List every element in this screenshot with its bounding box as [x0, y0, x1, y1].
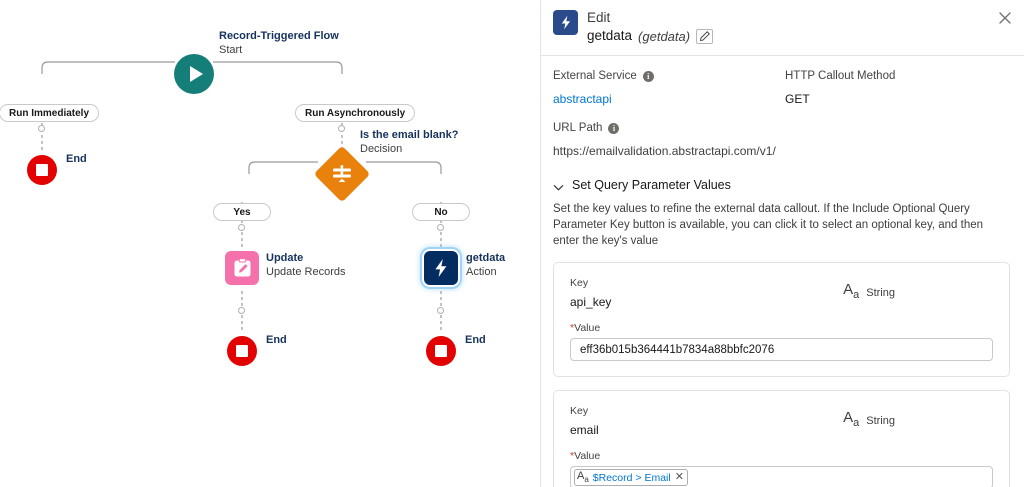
- flow-canvas[interactable]: Record-Triggered Flow Start Run Immediat…: [0, 0, 540, 487]
- decision-diamond-icon: [314, 146, 370, 202]
- url-path-label: URL Path i: [553, 121, 1010, 136]
- url-path-row: URL Path i https://emailvalidation.abstr…: [553, 121, 1010, 159]
- query-parameter-card: Key api_key Aa String *Value eff36b015b3…: [553, 262, 1010, 377]
- http-method-label: HTTP Callout Method: [785, 70, 896, 82]
- http-method-value: GET: [785, 92, 810, 106]
- end-node-no-label: End: [465, 334, 486, 346]
- end-node-immediate-label: End: [66, 153, 87, 165]
- text-type-icon: Aa: [843, 281, 860, 301]
- apex-action-icon: [553, 10, 578, 35]
- parameter-key-value: email: [570, 423, 599, 437]
- apex-action-icon: [424, 251, 458, 285]
- getdata-action-node[interactable]: [424, 251, 458, 285]
- decision-node[interactable]: [313, 145, 371, 203]
- info-icon[interactable]: i: [608, 123, 620, 134]
- panel-body: External Service i abstractapi HTTP Call…: [541, 56, 1024, 487]
- panel-header: Edit getdata (getdata): [541, 0, 1024, 55]
- update-records-node[interactable]: [225, 251, 259, 285]
- end-icon: [27, 155, 57, 185]
- text-type-icon: Aa: [577, 470, 589, 485]
- flow-connector-lines: [41, 61, 442, 333]
- chevron-down-icon: [553, 180, 564, 191]
- external-service-value[interactable]: abstractapi: [553, 92, 612, 106]
- end-node-yes-label: End: [266, 334, 287, 346]
- decision-node-label: Is the email blank? Decision: [360, 129, 459, 155]
- decision-pill-yes[interactable]: Yes: [213, 203, 271, 221]
- required-asterisk: *: [570, 322, 575, 334]
- update-records-icon: [225, 251, 259, 285]
- getdata-action-node-label: getdata Action: [466, 252, 506, 278]
- connector-dot[interactable]: [338, 125, 345, 132]
- parameter-key-label: Key: [570, 405, 589, 417]
- remove-chip-icon[interactable]: ✕: [674, 471, 684, 483]
- connector-dot[interactable]: [437, 224, 444, 231]
- panel-element-api-name: (getdata): [638, 28, 691, 44]
- query-parameter-card: Key email Aa String *Value Aa $Record > …: [553, 390, 1010, 487]
- end-icon: [426, 336, 456, 366]
- section-title: Set Query Parameter Values: [572, 178, 731, 192]
- connector-dot[interactable]: [238, 224, 245, 231]
- parameter-key-label: Key: [570, 277, 589, 289]
- branch-pill-run-asynchronously[interactable]: Run Asynchronously: [295, 104, 416, 122]
- required-asterisk: *: [570, 450, 575, 462]
- parameter-type: Aa String: [843, 410, 895, 431]
- parameter-key-value: api_key: [570, 295, 612, 309]
- set-query-parameter-values-section-toggle[interactable]: Set Query Parameter Values: [553, 178, 1010, 192]
- parameter-value-input[interactable]: eff36b015b364441b7834a88bbfc2076: [570, 338, 993, 361]
- end-icon: [227, 336, 257, 366]
- parameter-value-text: eff36b015b364441b7834a88bbfc2076: [580, 343, 775, 356]
- close-icon[interactable]: [997, 10, 1013, 26]
- external-service-label: External Service i: [553, 69, 785, 84]
- start-node[interactable]: [174, 54, 214, 94]
- section-description: Set the key values to refine the externa…: [553, 203, 984, 247]
- panel-edit-label: Edit: [587, 10, 611, 25]
- info-icon[interactable]: i: [642, 71, 654, 82]
- branch-pill-run-immediately[interactable]: Run Immediately: [0, 104, 100, 122]
- start-node-label: Record-Triggered Flow Start: [219, 30, 339, 56]
- element-properties-panel: Edit getdata (getdata): [540, 0, 1024, 487]
- service-method-row: External Service i abstractapi HTTP Call…: [553, 69, 1010, 107]
- text-type-icon: Aa: [843, 409, 860, 429]
- end-node-no[interactable]: [426, 336, 456, 366]
- update-records-node-label: Update Update Records: [266, 252, 346, 278]
- parameter-type-label: String: [866, 414, 895, 427]
- connector-dot[interactable]: [437, 307, 444, 314]
- connector-dot[interactable]: [238, 307, 245, 314]
- end-node-immediate[interactable]: [27, 155, 57, 185]
- end-node-yes[interactable]: [227, 336, 257, 366]
- merge-field-chip[interactable]: Aa $Record > Email ✕: [574, 469, 688, 486]
- parameter-type-label: String: [866, 286, 895, 299]
- connector-dot[interactable]: [38, 125, 45, 132]
- pencil-edit-icon[interactable]: [696, 28, 714, 44]
- play-icon: [174, 54, 214, 94]
- panel-element-name: getdata: [587, 28, 633, 43]
- merge-field-chip-label: $Record > Email: [592, 471, 671, 484]
- parameter-value-label: *Value: [570, 450, 601, 462]
- url-path-value: https://emailvalidation.abstractapi.com/…: [553, 144, 776, 158]
- parameter-value-label: *Value: [570, 322, 601, 334]
- header-divider: [541, 55, 1024, 56]
- parameter-type: Aa String: [843, 282, 895, 303]
- decision-pill-no[interactable]: No: [412, 203, 470, 221]
- parameter-value-input[interactable]: Aa $Record > Email ✕: [570, 466, 993, 487]
